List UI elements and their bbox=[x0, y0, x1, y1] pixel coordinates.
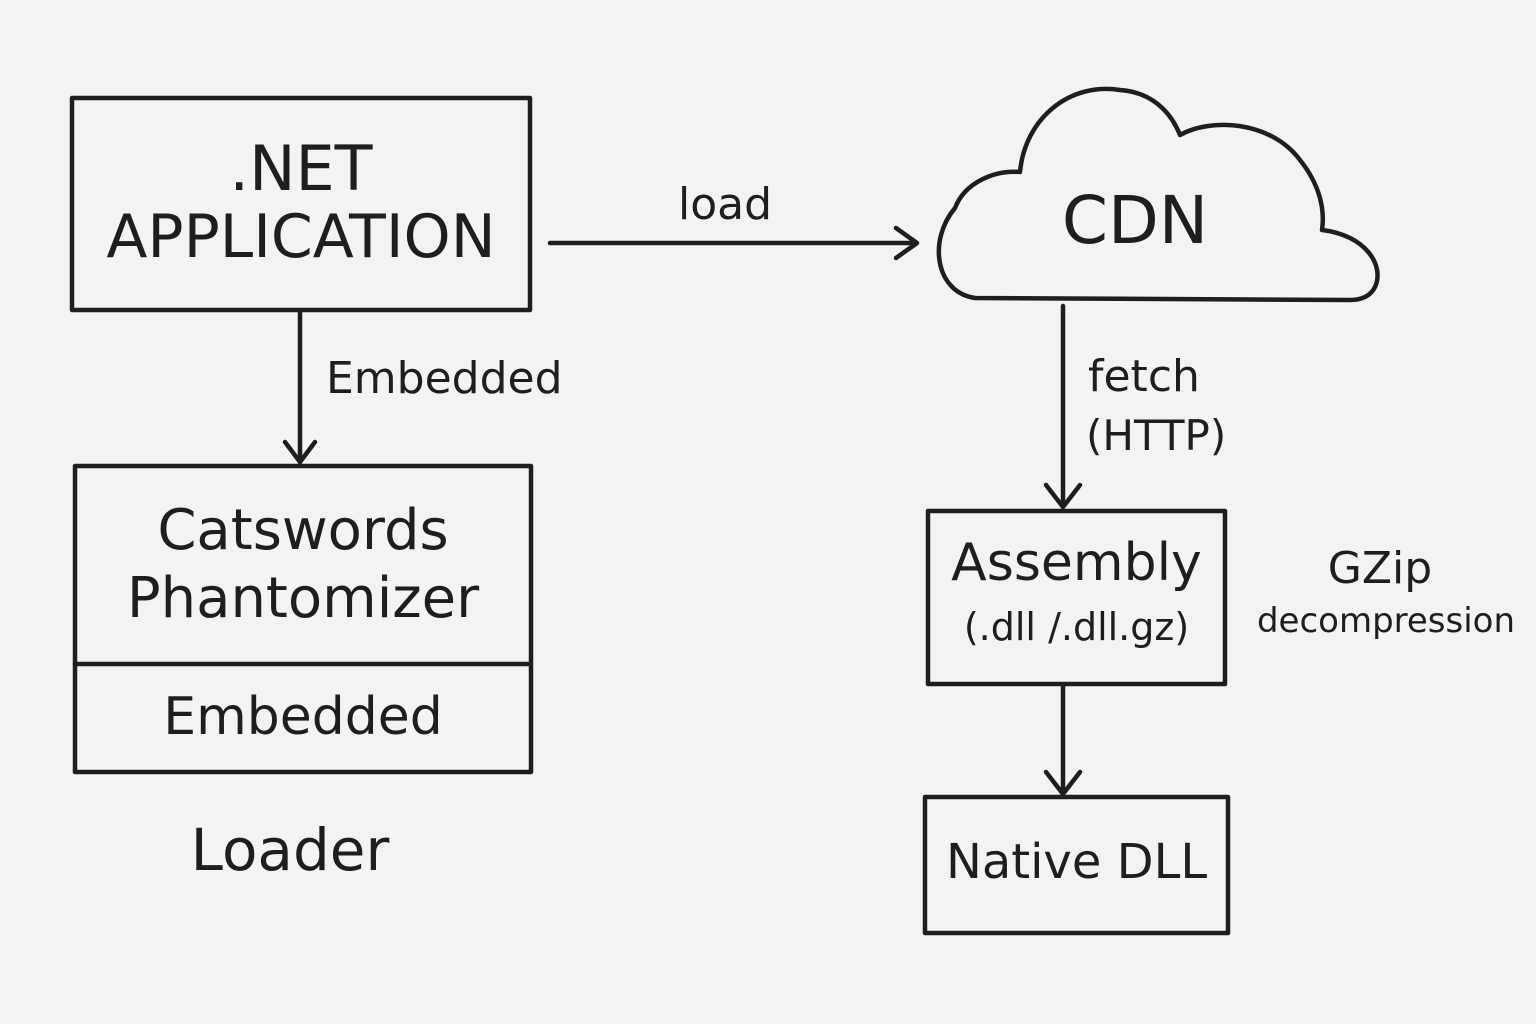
load-arrowhead bbox=[893, 225, 920, 261]
assembly-to-native-arrowhead bbox=[1043, 769, 1083, 797]
native-dll-label: Native DLL bbox=[945, 834, 1208, 890]
fetch-edge-label-line2: (HTTP) bbox=[1086, 411, 1227, 460]
load-edge-label: load bbox=[677, 179, 773, 230]
cdn-cloud bbox=[936, 86, 1380, 303]
phantomizer-label-line2: Phantomizer bbox=[126, 566, 480, 631]
embedded-edge-label: Embedded bbox=[326, 353, 563, 404]
assembly-label-line2: (.dll /.dll.gz) bbox=[963, 605, 1190, 649]
net-application-label-line1: .NET bbox=[229, 132, 373, 205]
gzip-note-line2: decompression bbox=[1256, 601, 1516, 641]
net-application-label-line2: APPLICATION bbox=[106, 202, 496, 272]
fetch-arrowhead bbox=[1043, 482, 1083, 510]
loader-caption: Loader bbox=[190, 816, 390, 884]
embedded-arrowhead bbox=[282, 439, 318, 465]
native-dll-box bbox=[922, 794, 1231, 936]
phantomizer-label-line1: Catswords bbox=[157, 498, 449, 563]
phantomizer-box bbox=[72, 463, 534, 775]
assembly-label-line1: Assembly bbox=[951, 533, 1202, 593]
phantomizer-embedded-section: Embedded bbox=[163, 687, 443, 747]
cdn-label: CDN bbox=[1061, 182, 1209, 259]
gzip-note-line1: GZip bbox=[1327, 543, 1433, 594]
assembly-box bbox=[925, 508, 1228, 687]
fetch-edge-label-line1: fetch bbox=[1088, 351, 1200, 402]
